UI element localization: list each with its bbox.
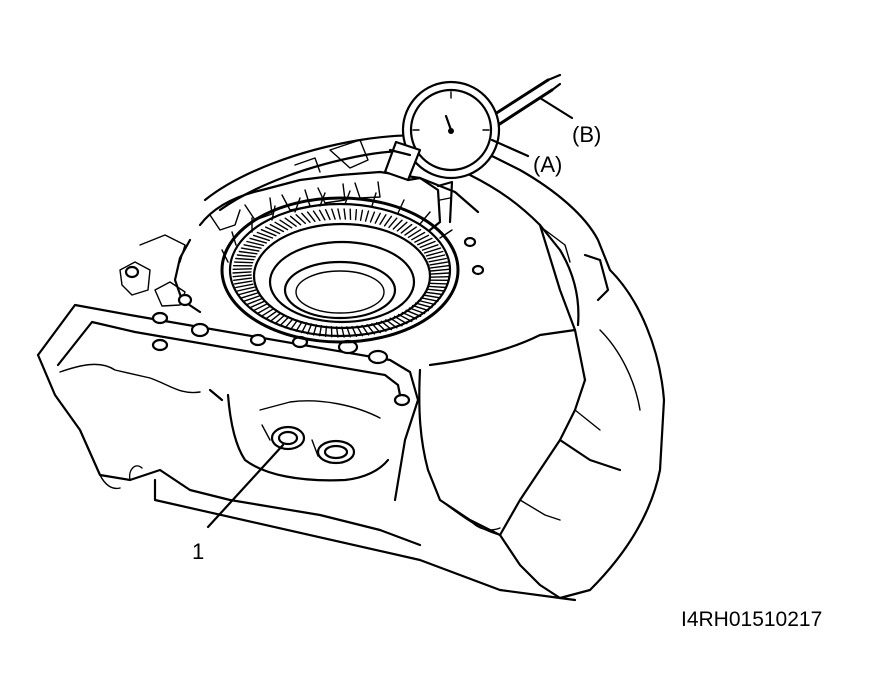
gear-tooth-lines [232, 208, 450, 338]
callout-stand-label: (B) [572, 122, 601, 147]
case-inner-rim [119, 139, 485, 407]
gear-teeth [232, 208, 450, 338]
leader-lines [206, 96, 574, 529]
figure-code: I4RH01510217 [681, 608, 822, 631]
case-housing [36, 134, 666, 602]
ring-gear-assembly [220, 190, 460, 344]
dial-gauge [383, 73, 562, 232]
callout-gauge-label: (A) [533, 152, 562, 177]
front-port-area [208, 388, 390, 482]
callout-part-label: 1 [192, 539, 204, 564]
